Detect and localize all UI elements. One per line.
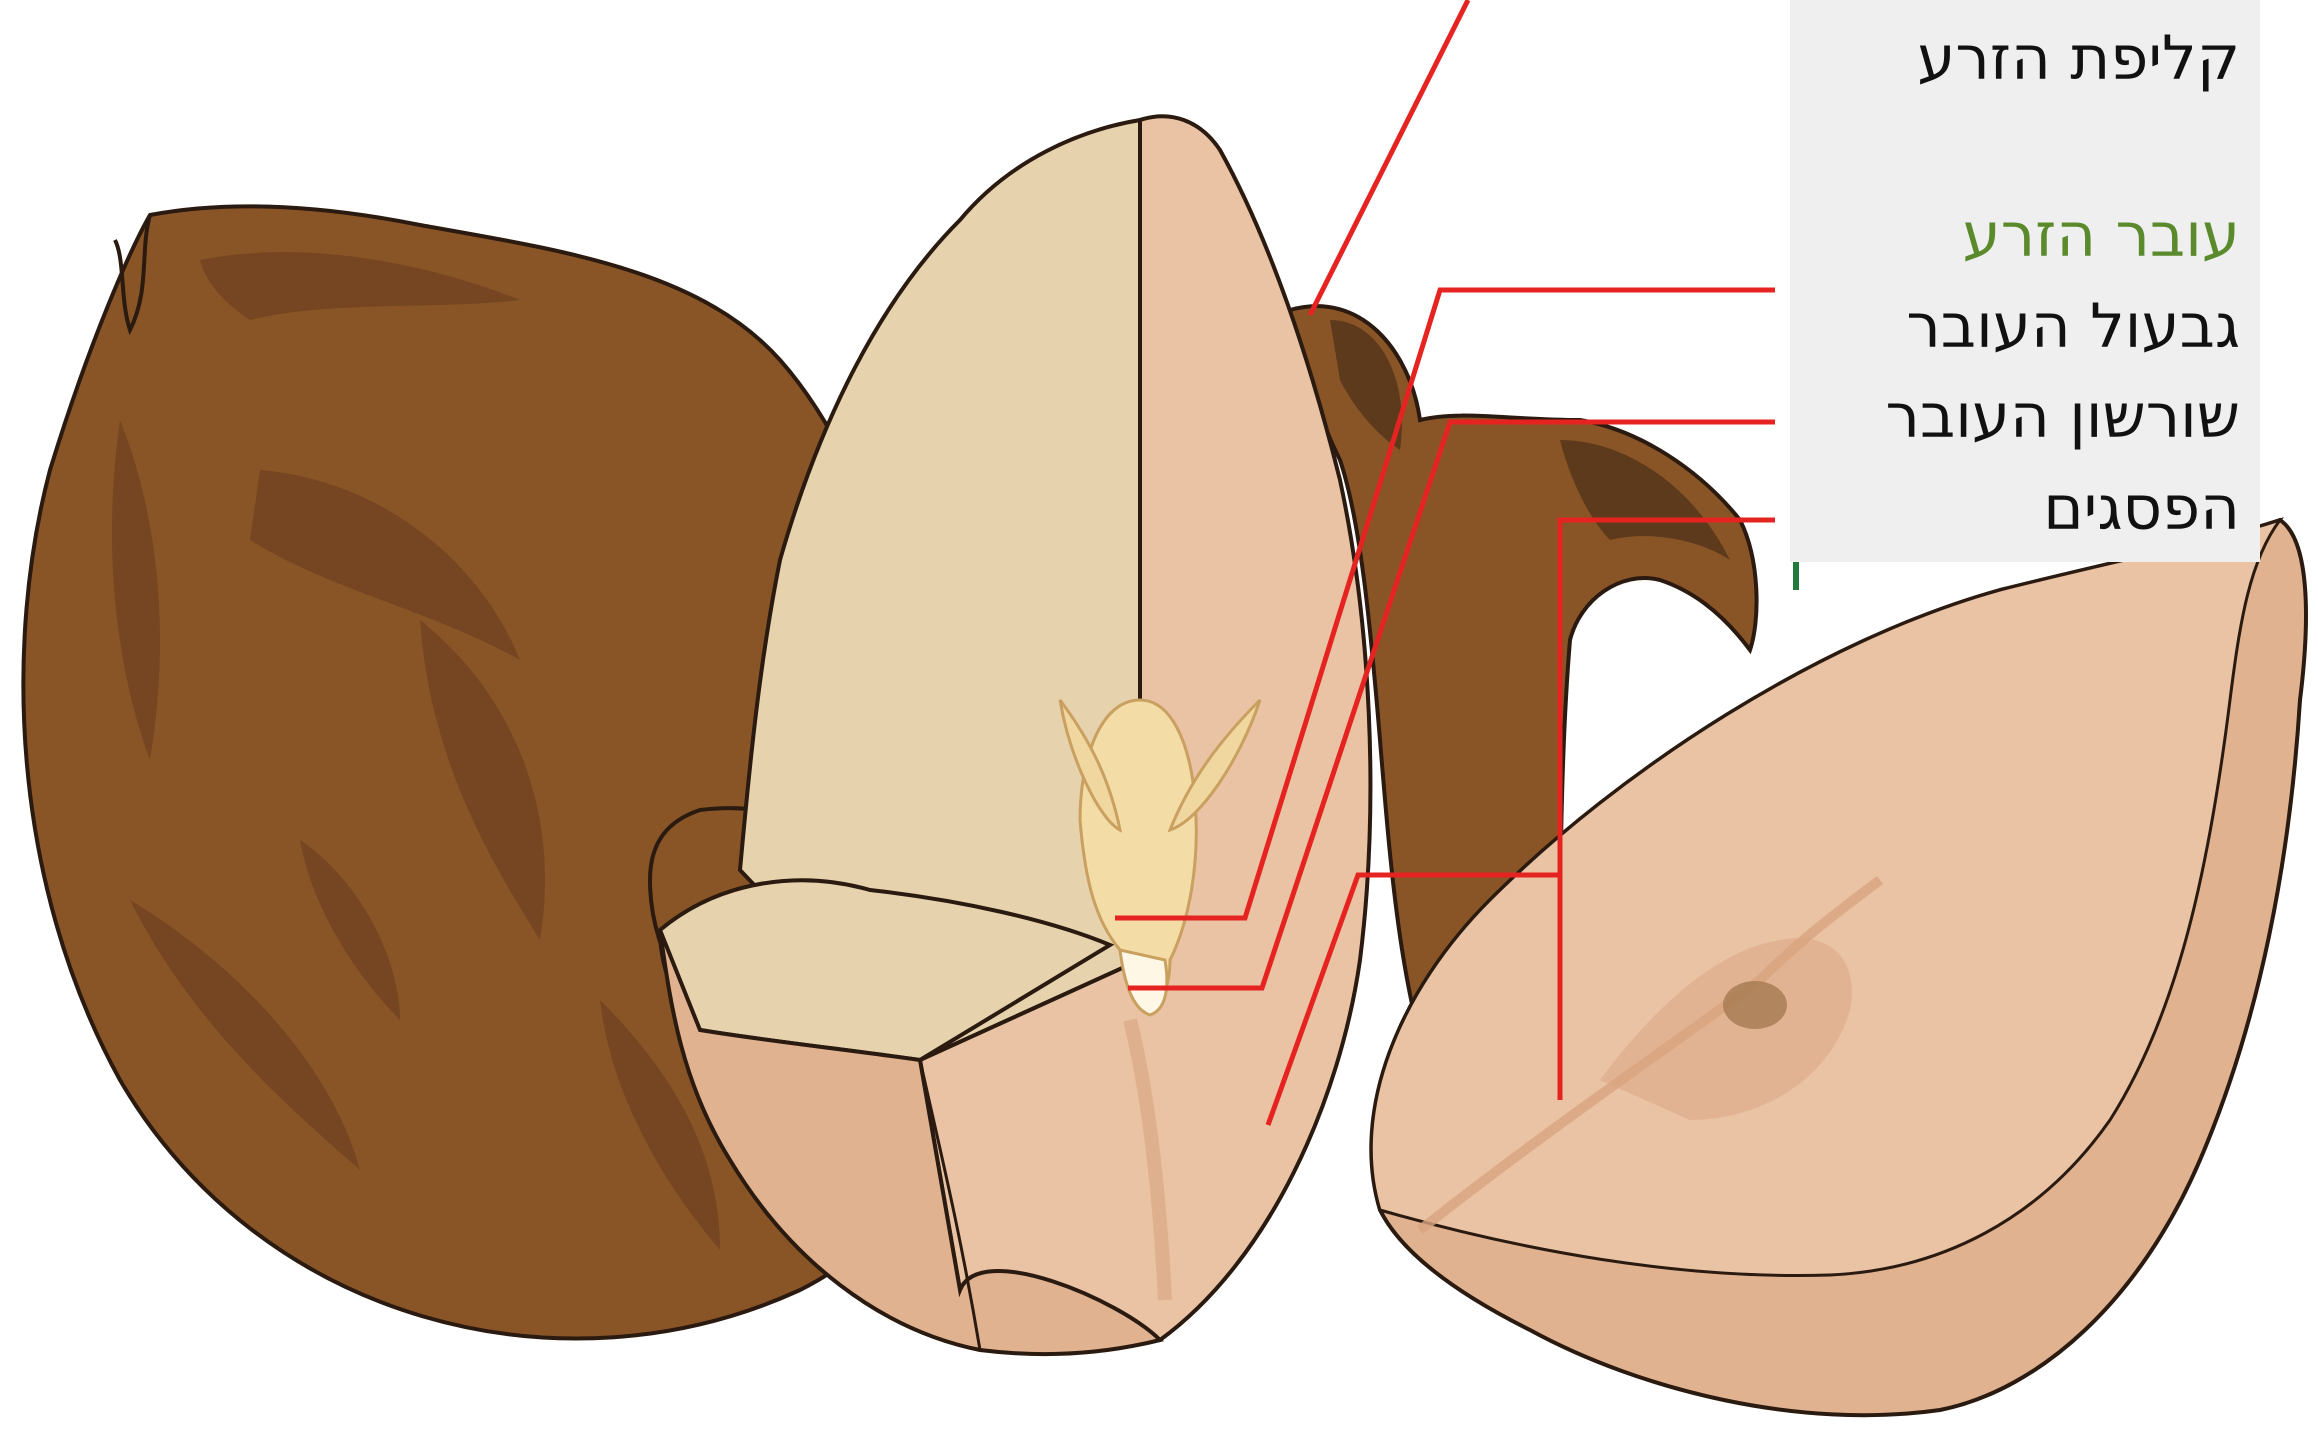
label-seed-coat: קליפת הזרע: [1917, 28, 2240, 89]
label-radicle: שורשון העובר: [1886, 386, 2240, 447]
label-embryo: עובר הזרע: [1963, 205, 2240, 266]
label-cotyledons: הפסגים: [2043, 478, 2240, 539]
label-panel: קליפת הזרע עובר הזרע גבעול העובר שורשון …: [1790, 0, 2260, 562]
split-seed: [650, 116, 1370, 1354]
leader-line-seed-coat: [1310, 0, 1468, 315]
label-plumule: גבעול העובר: [1906, 296, 2240, 357]
